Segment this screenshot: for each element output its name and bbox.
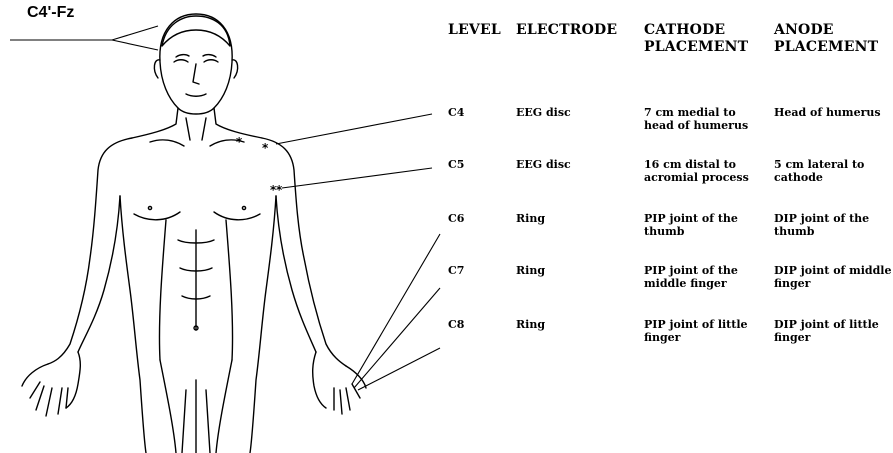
cell-cathode: 16 cm distal to acromial process bbox=[644, 158, 764, 184]
cell-cathode: PIP joint of the middle finger bbox=[644, 264, 764, 290]
leader-line-c7 bbox=[354, 288, 440, 388]
leader-line-c6 bbox=[352, 234, 440, 384]
header-electrode: ELECTRODE bbox=[516, 22, 617, 39]
leader-line-c4 bbox=[276, 114, 432, 144]
header-cathode-placement: CATHODE PLACEMENT bbox=[644, 22, 764, 56]
cell-level: C7 bbox=[448, 264, 464, 277]
hair-outline bbox=[162, 16, 230, 46]
cell-level: C5 bbox=[448, 158, 464, 171]
cell-electrode: EEG disc bbox=[516, 106, 571, 119]
electrode-c4-anode-marker: * bbox=[262, 141, 269, 155]
cell-level: C6 bbox=[448, 212, 464, 225]
cell-cathode: 7 cm medial to head of humerus bbox=[644, 106, 764, 132]
cell-cathode: PIP joint of little finger bbox=[644, 318, 764, 344]
cell-electrode: Ring bbox=[516, 264, 545, 277]
cell-anode: DIP joint of the thumb bbox=[774, 212, 893, 238]
electrode-c4-cathode-marker: * bbox=[236, 135, 243, 149]
cell-anode: 5 cm lateral to cathode bbox=[774, 158, 893, 184]
cell-anode: Head of humerus bbox=[774, 106, 893, 119]
cell-electrode: Ring bbox=[516, 318, 545, 331]
cell-anode: DIP joint of middle finger bbox=[774, 264, 893, 290]
cell-electrode: Ring bbox=[516, 212, 545, 225]
leader-line-c5 bbox=[282, 168, 432, 188]
leader-line-reference bbox=[10, 26, 158, 40]
header-anode-placement: ANODE PLACEMENT bbox=[774, 22, 893, 56]
cell-cathode: PIP joint of the thumb bbox=[644, 212, 764, 238]
cell-level: C8 bbox=[448, 318, 464, 331]
electrode-c5-anode-marker: * bbox=[276, 183, 283, 197]
cell-level: C4 bbox=[448, 106, 464, 119]
header-level: LEVEL bbox=[448, 22, 501, 39]
reference-electrode-label: C4'-Fz bbox=[27, 4, 74, 22]
cell-electrode: EEG disc bbox=[516, 158, 571, 171]
cell-anode: DIP joint of little finger bbox=[774, 318, 893, 344]
leader-lines bbox=[10, 26, 440, 390]
